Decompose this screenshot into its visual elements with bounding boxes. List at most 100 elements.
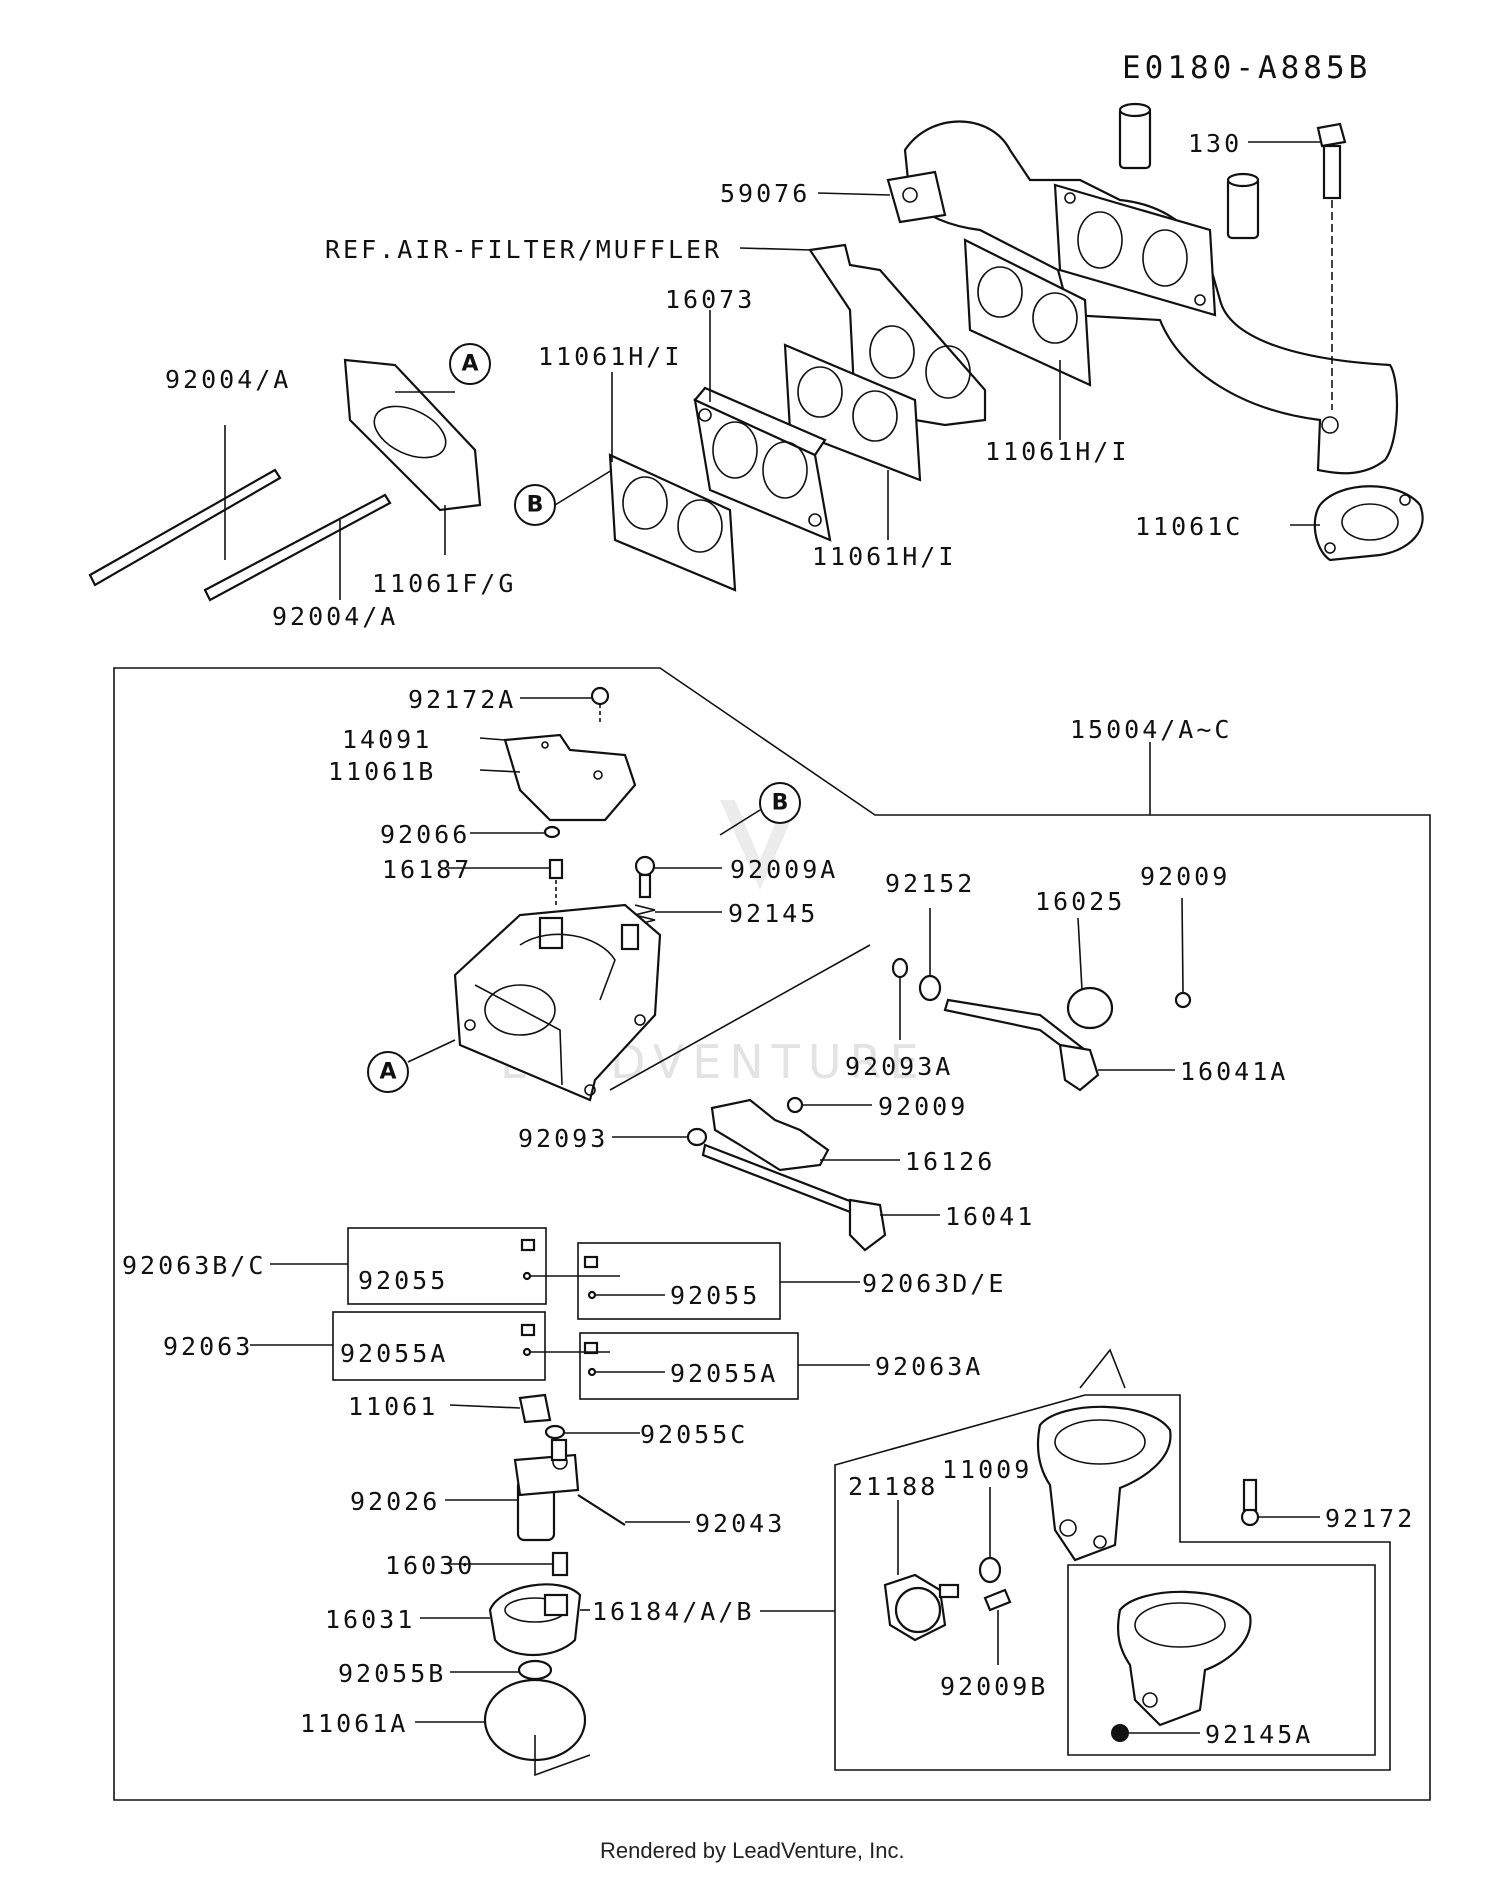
screw-92009-upper (1174, 991, 1192, 1009)
label-16030: 16030 (385, 1551, 475, 1580)
callout-b-main: B (759, 782, 801, 824)
label-16041: 16041 (945, 1202, 1035, 1231)
gasket-upper-right (963, 238, 1092, 387)
label-16187: 16187 (382, 855, 472, 884)
float-bowl-variant (1116, 1590, 1252, 1727)
float-bowl (1036, 1405, 1172, 1562)
oring-92066 (543, 825, 561, 839)
oring-92055c (544, 1424, 566, 1440)
label-11061h-i-c: 11061H/I (812, 542, 956, 571)
label-11061f-g: 11061F/G (372, 569, 516, 598)
box-16184-inner (1067, 1564, 1376, 1756)
footer-rendered-by: Rendered by LeadVenture, Inc. (600, 1838, 905, 1863)
label-21188: 21188 (848, 1472, 938, 1501)
label-14091: 14091 (342, 725, 432, 754)
screw-92172 (1240, 1478, 1260, 1527)
svg-text:A: A (379, 1060, 396, 1085)
callout-a-top: A (449, 343, 491, 385)
label-92026: 92026 (350, 1487, 440, 1516)
label-16184: 16184/A/B (592, 1597, 754, 1626)
box-92063a (579, 1332, 799, 1400)
gasket-middle (783, 343, 922, 482)
leaders-top (224, 141, 1320, 600)
diagram-code: E0180-A885B (1122, 50, 1371, 86)
label-92172: 92172 (1325, 1504, 1415, 1533)
seal-92093 (686, 1127, 708, 1147)
svg-text:B: B (527, 493, 544, 518)
label-ref-air-filter-muffler: REF.AIR-FILTER/MUFFLER (325, 235, 722, 264)
label-16041a: 16041A (1180, 1057, 1288, 1086)
leaders-main (250, 697, 1320, 1734)
label-92055-a: 92055 (358, 1266, 448, 1295)
stud-92004a-1 (88, 468, 282, 587)
label-11061b: 11061B (328, 757, 436, 786)
label-92055a-b: 92055A (670, 1359, 778, 1388)
label-92063a: 92063A (875, 1352, 983, 1381)
box-92063d-e (577, 1242, 781, 1320)
throttle-shaft-16041 (701, 1143, 887, 1252)
box-16184 (834, 1394, 1391, 1771)
jet-icons (520, 1238, 599, 1377)
oring-92055b (517, 1659, 553, 1681)
label-92093: 92093 (518, 1124, 608, 1153)
svg-text:A: A (461, 352, 478, 377)
label-92063d-e: 92063D/E (862, 1269, 1006, 1298)
box-92063b-c (347, 1227, 547, 1305)
float-pin-11061 (518, 1393, 552, 1424)
gasket-front (608, 453, 737, 592)
box-92063 (332, 1311, 546, 1381)
solenoid-21188 (883, 1573, 960, 1642)
label-92145a: 92145A (1205, 1720, 1313, 1749)
pin-92043 (577, 1494, 626, 1526)
label-92093a: 92093A (845, 1052, 953, 1081)
screw-92009-lower (786, 1096, 804, 1114)
label-92066: 92066 (380, 820, 470, 849)
svg-text:B: B (772, 791, 789, 816)
float-valve-92026 (513, 1438, 580, 1542)
seal-92093a (891, 957, 909, 979)
intake-manifold (886, 102, 1399, 475)
screw-92009a (634, 855, 656, 899)
bowl-axis-top (1079, 1348, 1126, 1389)
carburetor-body (453, 903, 662, 1102)
label-92009a: 92009A (730, 855, 838, 884)
label-15004: 15004/A~C (1070, 715, 1232, 744)
label-130: 130 (1188, 129, 1242, 158)
gasket-11061fg (343, 358, 482, 512)
label-11061a: 11061A (300, 1709, 408, 1738)
bolt-130 (1316, 122, 1347, 410)
choke-shaft-16041a (943, 998, 1100, 1092)
washer-92152 (918, 974, 942, 1002)
stud-92004a-2 (203, 493, 392, 602)
choke-plate-16025 (1066, 986, 1114, 1030)
label-92055c: 92055C (640, 1420, 748, 1449)
cover-14091 (503, 733, 637, 822)
gasket-11061c (1313, 485, 1424, 562)
label-92145: 92145 (728, 899, 818, 928)
label-92004a-a: 92004/A (165, 365, 291, 394)
label-92063: 92063 (163, 1332, 253, 1361)
label-92063b-c: 92063B/C (122, 1251, 266, 1280)
label-92043: 92043 (695, 1509, 785, 1538)
label-92004a-b: 92004/A (272, 602, 398, 631)
jet-16030 (551, 1551, 569, 1577)
float-16031 (488, 1583, 582, 1657)
callout-b-top: B (514, 484, 556, 526)
label-16025: 16025 (1035, 887, 1125, 916)
label-92009-lower: 92009 (878, 1092, 968, 1121)
label-11061c: 11061C (1135, 512, 1243, 541)
label-16073: 16073 (665, 285, 755, 314)
bowl-axis (534, 1735, 591, 1777)
label-59076: 59076 (720, 179, 810, 208)
label-11061: 11061 (348, 1392, 438, 1421)
label-92152: 92152 (885, 869, 975, 898)
carburetor-frame (113, 667, 1431, 1801)
label-16126: 16126 (905, 1147, 995, 1176)
label-92009-upper: 92009 (1140, 862, 1230, 891)
label-11009: 11009 (942, 1455, 1032, 1484)
washer-11009 (978, 1556, 1002, 1584)
label-11061h-i-b: 11061H/I (985, 437, 1129, 466)
screw-92172a (590, 686, 610, 725)
label-16031: 16031 (325, 1605, 415, 1634)
